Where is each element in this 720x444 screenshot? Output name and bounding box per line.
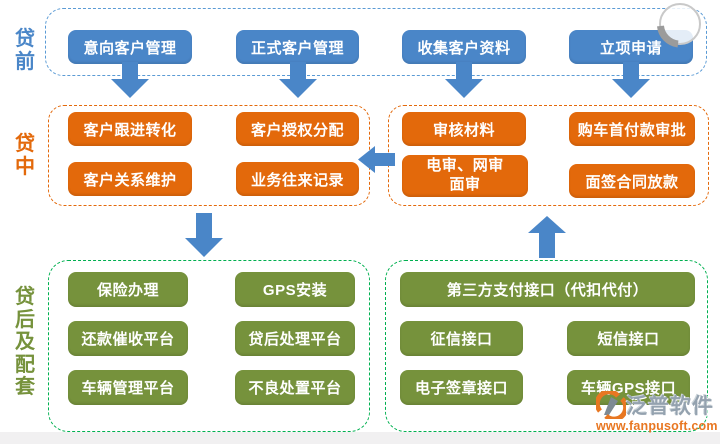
node-intent-customer-management: 意向客户管理	[68, 30, 192, 64]
review-line-1: 电审、网审	[426, 157, 504, 175]
arrow-up-icon	[528, 216, 566, 258]
group-post-loan-left	[48, 260, 370, 432]
arrow-left-icon	[358, 146, 395, 173]
node-repayment-collection-platform: 还款催收平台	[68, 321, 188, 356]
node-vehicle-gps-interface: 车辆GPS接口	[567, 370, 690, 405]
node-gps-installation: GPS安装	[235, 272, 355, 307]
group-post-loan-right	[385, 260, 708, 432]
watermark-brand: 泛普软件	[626, 395, 714, 418]
node-credit-check-interface: 征信接口	[400, 321, 523, 356]
review-line-2: 面审	[449, 176, 481, 193]
node-customer-relationship-maintenance: 客户关系维护	[68, 162, 192, 196]
label-mid-loan: 贷中	[15, 133, 35, 178]
label-post-loan: 贷后及配套	[15, 286, 35, 399]
node-review-materials: 审核材料	[402, 112, 526, 146]
node-postloan-processing-platform: 贷后处理平台	[235, 321, 355, 356]
node-contract-signing-disbursement: 面签合同放款	[569, 164, 695, 198]
arrow-down-icon	[185, 213, 223, 257]
bottom-grey-bar	[0, 432, 720, 444]
node-car-downpayment-approval: 购车首付款审批	[569, 112, 695, 146]
arrow-down-icon	[445, 62, 483, 98]
node-formal-customer-management: 正式客户管理	[236, 30, 359, 64]
fanpusoft-logo-icon	[596, 391, 626, 419]
watermark: 泛普软件 www.fanpusoft.com	[596, 390, 718, 433]
node-collect-customer-info: 收集客户资料	[402, 30, 526, 64]
node-esignature-interface: 电子签章接口	[400, 370, 523, 405]
node-customer-authorization-allocation: 客户授权分配	[236, 112, 359, 146]
node-sms-interface: 短信接口	[567, 321, 690, 356]
node-phone-online-interview-review: 电审、网审 面审	[402, 155, 528, 197]
label-pre-loan: 贷前	[15, 28, 35, 73]
node-vehicle-management-platform: 车辆管理平台	[68, 370, 188, 405]
arrow-down-icon	[111, 62, 149, 98]
node-bad-asset-disposal-platform: 不良处置平台	[235, 370, 355, 405]
arrow-down-icon	[279, 62, 317, 98]
watermark-swirl-icon	[648, 0, 704, 57]
node-insurance-handling: 保险办理	[68, 272, 188, 307]
arrow-down-icon	[612, 62, 650, 98]
node-thirdparty-payment-interface: 第三方支付接口（代扣代付）	[400, 272, 695, 307]
group-pre-loan	[45, 8, 707, 76]
node-customer-followup-conversion: 客户跟进转化	[68, 112, 192, 146]
node-business-transaction-records: 业务往来记录	[236, 162, 359, 196]
watermark-url: www.fanpusoft.com	[596, 419, 718, 433]
